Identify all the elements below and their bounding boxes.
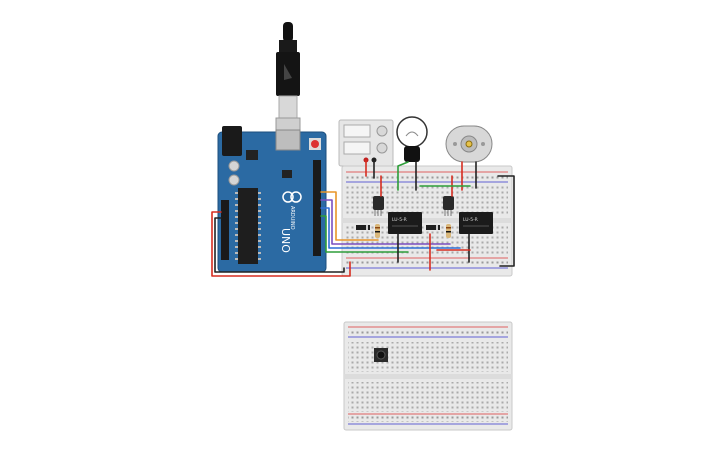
power-supply-icon[interactable] [338, 119, 394, 167]
relay-2-label: LU-5-R [463, 217, 478, 223]
wire-signal-blue[interactable] [320, 207, 461, 249]
reset-button[interactable] [311, 140, 319, 148]
relay-2[interactable]: LU-5-R [459, 212, 493, 234]
relay-1-label: LU-5-R [392, 217, 407, 223]
breadboard-secondary[interactable] [343, 321, 513, 431]
dc-motor-icon[interactable] [445, 125, 493, 163]
wire-5v[interactable] [211, 211, 351, 277]
diode-1[interactable] [356, 225, 370, 230]
resistor-2[interactable] [446, 224, 451, 238]
pushbutton-icon[interactable] [374, 348, 388, 362]
brand-text: ARDUINO [289, 206, 295, 230]
wire-right-ground[interactable] [497, 175, 515, 267]
wire-signal-orange[interactable] [320, 191, 379, 241]
wire-signal-purple[interactable] [320, 199, 451, 245]
usb-port[interactable] [275, 129, 301, 151]
model-text: UNO [279, 228, 292, 253]
resistor-1[interactable] [375, 224, 380, 238]
transistor-1[interactable] [373, 196, 384, 216]
arduino-board[interactable]: ARDUINO UNO [217, 126, 327, 273]
transistor-2[interactable] [443, 196, 454, 216]
power-header[interactable] [221, 200, 229, 260]
wire-bulb-a[interactable] [397, 161, 409, 191]
wire-gnd[interactable] [214, 217, 345, 273]
arduino-logo [282, 191, 302, 203]
atmega-chip [238, 188, 258, 264]
power-jack[interactable] [222, 126, 242, 156]
digital-header[interactable] [313, 160, 321, 256]
relay-1[interactable]: LU-5-R [388, 212, 422, 234]
diode-2[interactable] [426, 225, 440, 230]
light-bulb-icon[interactable] [396, 116, 428, 162]
wire-signal-green[interactable] [320, 215, 409, 253]
